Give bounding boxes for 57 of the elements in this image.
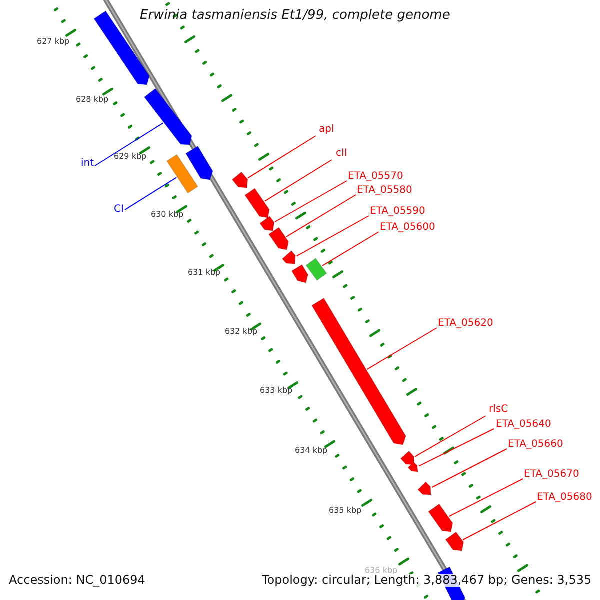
gene-feature xyxy=(268,227,290,250)
leader-line xyxy=(124,177,178,210)
leader-line xyxy=(414,416,486,458)
gene-feature xyxy=(232,172,248,188)
gene-block xyxy=(306,258,328,282)
tick-label: 635 kbp xyxy=(329,507,362,516)
footer-text: Accession: NC_010694 xyxy=(9,574,146,588)
leader-line xyxy=(418,428,494,467)
gene-label: ETA_05640 xyxy=(496,419,552,430)
gene-label: CI xyxy=(114,204,124,215)
gene-label: apl xyxy=(319,124,334,135)
gene-feature xyxy=(291,264,309,284)
gene-label: ETA_05660 xyxy=(508,439,564,450)
gene-label: int xyxy=(81,158,94,169)
leader-line xyxy=(432,448,508,488)
gene-feature xyxy=(408,462,418,472)
tick-label: 633 kbp xyxy=(260,387,293,396)
tick-label: 631 kbp xyxy=(188,269,221,278)
gene-feature xyxy=(418,482,432,496)
gene-feature xyxy=(311,298,406,446)
leader-line xyxy=(322,232,380,266)
gene-feature xyxy=(400,450,414,466)
leader-line xyxy=(462,502,536,540)
leader-line xyxy=(264,160,332,202)
gene-label: rlsC xyxy=(489,404,508,415)
gene-label: ETA_05590 xyxy=(370,206,426,217)
gene-feature xyxy=(185,146,214,180)
footer-text: Topology: circular; Length: 3,883,467 bp; Genes: 3,535 xyxy=(262,574,592,588)
gene-feature xyxy=(428,504,454,532)
gene-label: ETA_05620 xyxy=(438,318,494,329)
gene-feature xyxy=(445,532,464,552)
gene-label: ETA_05680 xyxy=(537,492,592,503)
tick-label: 630 kbp xyxy=(151,211,184,220)
gene-label: cII xyxy=(336,148,348,159)
gene-feature xyxy=(282,250,296,264)
leader-line xyxy=(366,328,438,370)
tick-label: 629 kbp xyxy=(114,153,147,162)
leader-line xyxy=(94,122,164,166)
tick-label: 628 kbp xyxy=(76,96,109,105)
leader-line xyxy=(448,478,524,518)
tick-label: 634 kbp xyxy=(295,447,328,456)
gene-feature xyxy=(244,188,270,218)
tick-label: 636 kbp xyxy=(365,567,398,575)
gene-feature xyxy=(260,216,275,232)
gene-label: ETA_05600 xyxy=(380,222,436,233)
tick-label: 627 kbp xyxy=(37,38,70,47)
tick-label: 632 kbp xyxy=(225,328,258,337)
gene-label: ETA_05570 xyxy=(348,171,404,182)
gene-label: ETA_05580 xyxy=(357,185,412,196)
gene-label: ETA_05670 xyxy=(524,469,580,480)
diagram-title: Erwinia tasmaniensis Et1/99, complete genome xyxy=(140,9,450,24)
gene-feature xyxy=(144,88,192,146)
gene-block xyxy=(166,154,199,194)
leader-line xyxy=(247,136,316,179)
leader-line xyxy=(286,194,356,238)
leader-line xyxy=(274,180,348,222)
leader-line xyxy=(296,216,370,257)
